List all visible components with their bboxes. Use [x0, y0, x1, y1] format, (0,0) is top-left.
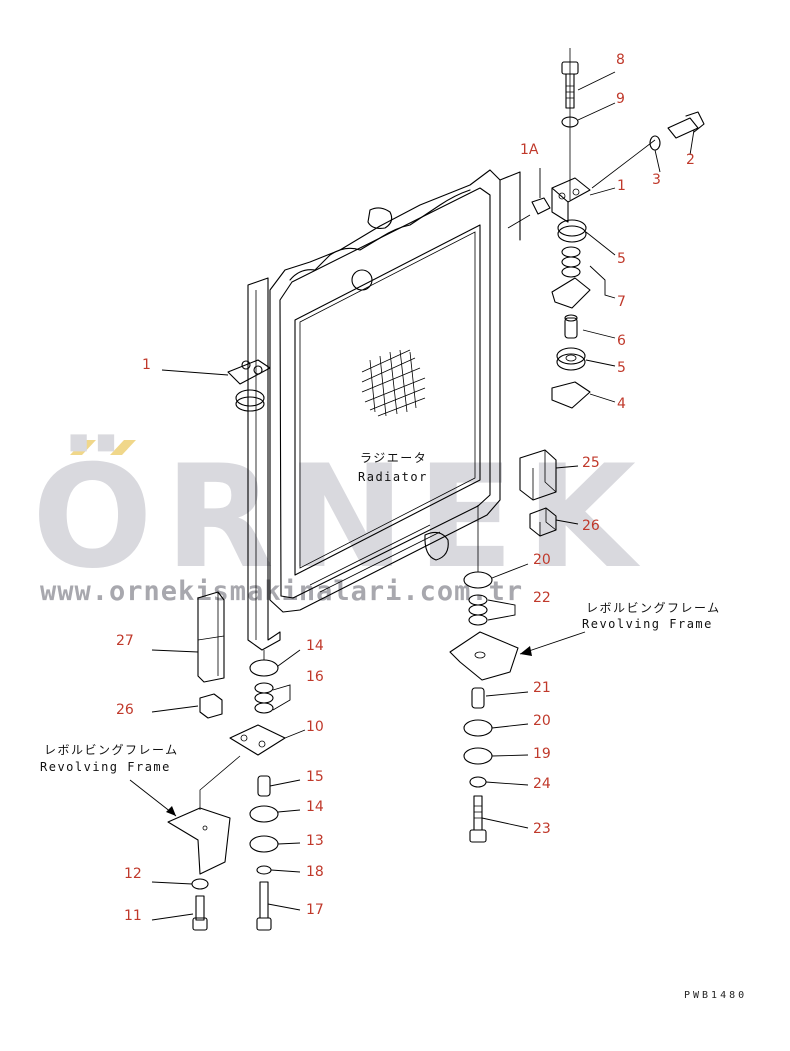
bolt-11: [192, 895, 208, 931]
callout-19: 19: [533, 746, 551, 762]
callout-5-lower: 5: [617, 360, 626, 376]
block-25: [519, 449, 557, 501]
callout-15: 15: [306, 769, 324, 785]
watermark-url: www.ornekismakinalari.com.tr: [40, 576, 523, 607]
radiator-label-jp: ラジエータ: [360, 451, 427, 465]
callout-16: 16: [306, 669, 324, 685]
block-26-right: [529, 507, 557, 537]
collar-6: [564, 314, 578, 339]
callout-12: 12: [124, 866, 142, 882]
callout-6: 6: [617, 333, 626, 349]
frame-right-label-jp: レボルビングフレーム: [586, 601, 721, 615]
callout-4: 4: [617, 396, 626, 412]
washer-18: [256, 865, 272, 875]
callout-20-lower: 20: [533, 713, 551, 729]
callout-18: 18: [306, 864, 324, 880]
washer-19: [463, 747, 493, 765]
block-26-left: [199, 693, 223, 719]
left-lower-mount: [167, 591, 286, 931]
callout-1-right: 1: [617, 178, 626, 194]
cushion-20-lower: [463, 719, 493, 737]
drawing-reference: PWB1480: [684, 990, 747, 1001]
washer-24: [469, 776, 487, 788]
callout-8: 8: [616, 52, 625, 68]
cushion-14-lower: [249, 805, 279, 823]
plate-4: [551, 381, 591, 409]
watermark-brand: ÖRNEK: [32, 433, 648, 600]
callout-2: 2: [686, 152, 695, 168]
callout-22: 22: [533, 590, 551, 606]
cushion-5-lower: [556, 347, 586, 371]
callout-numbers: 8 9 2 3 1A 1 5 7 6 5 4 1 25 26 20 22 21 …: [116, 52, 695, 924]
callout-13: 13: [306, 833, 324, 849]
bracket-1A: [531, 197, 551, 215]
bracket-1: [551, 177, 591, 223]
callout-26-left: 26: [116, 702, 134, 718]
callout-21: 21: [533, 680, 551, 696]
frame-left-label-jp: レボルビングフレーム: [44, 743, 179, 757]
callout-14-lower: 14: [306, 799, 324, 815]
callout-25: 25: [582, 455, 600, 471]
shims-16: [254, 682, 274, 714]
shims-7: [561, 246, 581, 278]
plate-10: [229, 724, 286, 756]
block-27: [197, 591, 225, 683]
arrowheads: [166, 646, 532, 816]
radiator-label-en: Radiator: [358, 470, 428, 484]
frame-bracket-right: [449, 631, 519, 681]
callout-7: 7: [617, 294, 626, 310]
watermark-accent-right: [110, 440, 136, 455]
callout-24: 24: [533, 776, 551, 792]
bolt-17: [256, 881, 272, 931]
cushion-5-upper: [557, 219, 587, 243]
callout-5-upper: 5: [617, 251, 626, 267]
cushion-14-upper: [249, 659, 279, 677]
callout-14-upper: 14: [306, 638, 324, 654]
callout-26-right: 26: [582, 518, 600, 534]
right-lower-mount: [449, 449, 557, 843]
callout-10: 10: [306, 719, 324, 735]
callout-17: 17: [306, 902, 324, 918]
callout-23: 23: [533, 821, 551, 837]
callout-1-left: 1: [142, 357, 151, 373]
washer-12: [191, 878, 209, 890]
watermark: ÖRNEK www.ornekismakinalari.com.tr: [32, 433, 648, 607]
radiator-assembly: [227, 169, 521, 651]
frame-right-label-en: Revolving Frame: [582, 617, 713, 631]
right-upper-mount: [531, 48, 705, 409]
collar-15: [257, 775, 271, 797]
text-labels: ラジエータ Radiator レボルビングフレーム Revolving Fram…: [40, 451, 747, 1001]
callout-1A: 1A: [520, 142, 539, 158]
callout-11: 11: [124, 908, 142, 924]
washer-13: [249, 835, 279, 853]
core-hatch: [361, 349, 426, 417]
bolt-23: [469, 795, 487, 843]
shims-22: [468, 594, 488, 626]
collar-21: [471, 687, 485, 709]
frame-left-label-en: Revolving Frame: [40, 760, 171, 774]
callout-3: 3: [652, 172, 661, 188]
callout-27: 27: [116, 633, 134, 649]
callout-9: 9: [616, 91, 625, 107]
frame-bracket-left: [167, 807, 231, 875]
watermark-accent-left: [70, 440, 96, 455]
callout-20-upper: 20: [533, 552, 551, 568]
bolt-2: [667, 111, 705, 139]
